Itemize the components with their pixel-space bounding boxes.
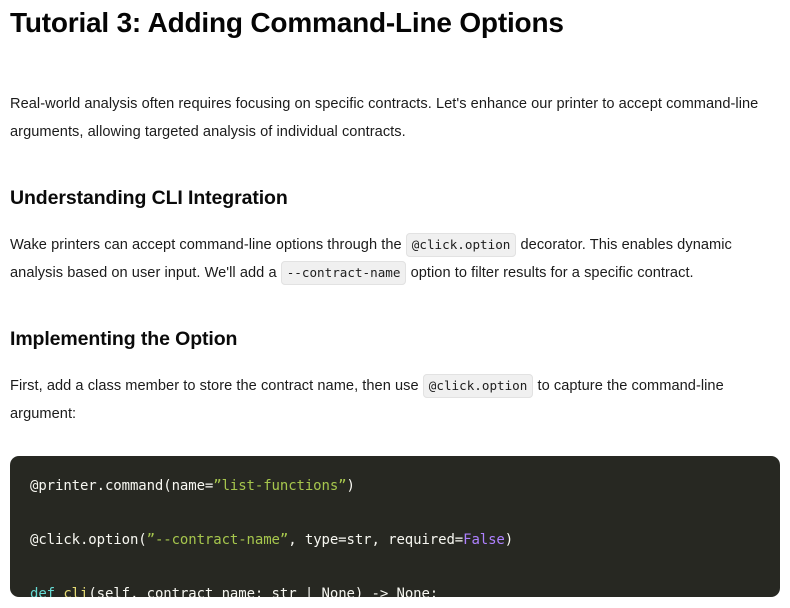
implementing-paragraph: First, add a class member to store the c… — [10, 372, 780, 428]
code-line: @printer.command(name=”list-functions”) — [30, 473, 760, 500]
cli-paragraph-part3: option to filter results for a specific … — [410, 265, 694, 281]
inline-code-click-option-2: @click.option — [422, 374, 534, 398]
code-token-function: cli — [63, 586, 89, 597]
code-block: @printer.command(name=”list-functions”) … — [10, 456, 780, 597]
code-token-plain: @printer.command(name= — [30, 478, 214, 494]
code-token-plain: , type=str, required= — [288, 532, 464, 548]
code-token-keyword: def — [30, 586, 64, 597]
code-line: @click.option(”--contract-name”, type=st… — [30, 527, 760, 554]
code-token-string: ”--contract-name” — [146, 532, 289, 548]
code-line: def cli(self, contract_name: str | None)… — [30, 581, 760, 597]
intro-paragraph-text: Real-world analysis often requires focus… — [10, 96, 759, 140]
code-token-plain: ) — [346, 478, 355, 494]
cli-paragraph-part1: Wake printers can accept command-line op… — [10, 237, 402, 253]
page-title: Tutorial 3: Adding Command-Line Options — [10, 7, 564, 38]
section-heading-implementing-the-option: Implementing the Option — [10, 328, 238, 350]
code-block-content: @printer.command(name=”list-functions”) … — [30, 473, 760, 597]
code-lines: @printer.command(name=”list-functions”) … — [30, 473, 760, 597]
implementing-paragraph-part1: First, add a class member to store the c… — [10, 378, 419, 394]
implementing-paragraph-part2: to capture the command-line argument: — [10, 378, 724, 422]
code-token-plain: @click.option( — [30, 532, 147, 548]
inline-code-click-option-1: @click.option — [405, 233, 517, 257]
section-heading-understanding-cli-integration: Understanding CLI Integration — [10, 187, 288, 209]
cli-integration-paragraph: Wake printers can accept command-line op… — [10, 231, 780, 287]
code-token-string: ”list-functions” — [213, 478, 347, 494]
code-token-constant: False — [463, 532, 505, 548]
code-token-plain: (self, contract_name: str | None) -> Non… — [88, 586, 439, 597]
cli-paragraph-part2: decorator. This enables dynamic analysis… — [10, 237, 732, 281]
inline-code-contract-name: --contract-name — [280, 261, 407, 285]
intro-paragraph: Real-world analysis often requires focus… — [10, 90, 780, 146]
code-token-plain: ) — [504, 532, 514, 548]
